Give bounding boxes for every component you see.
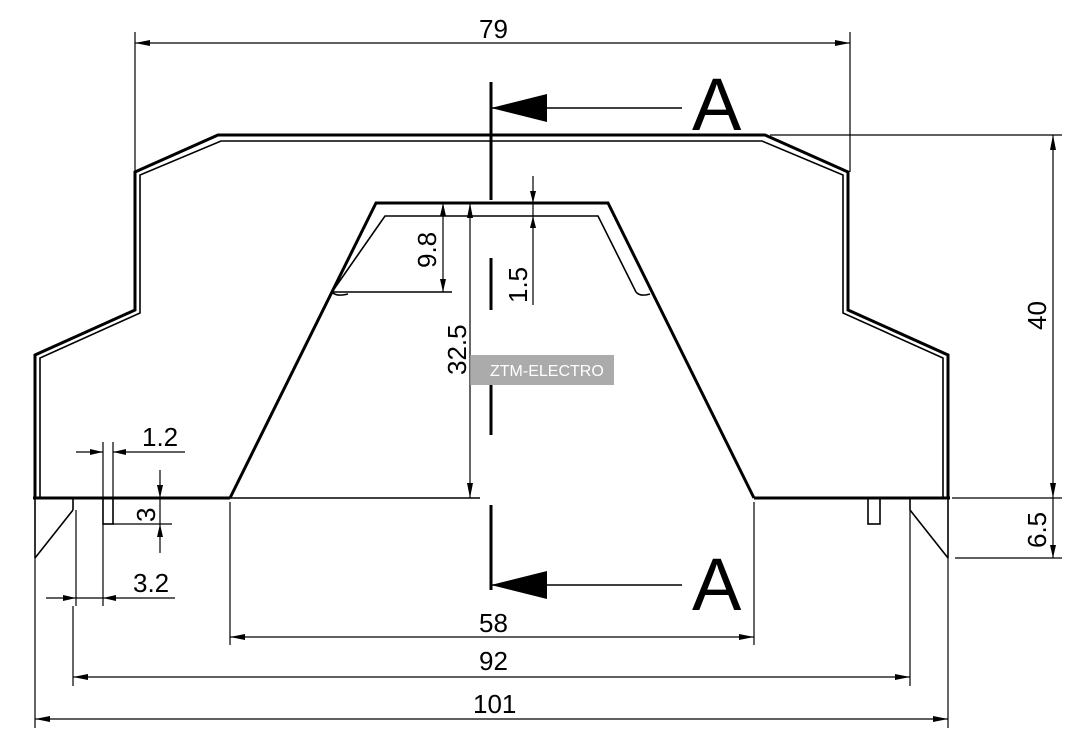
dim-rail-width — [72, 510, 911, 686]
dim-slot-depth-label: 3 — [131, 508, 161, 522]
dim-slot-offset — [46, 510, 175, 606]
dim-slot-width-label: 1.2 — [142, 422, 178, 452]
dim-inner-height-label: 32.5 — [442, 324, 472, 375]
dim-slot-width — [76, 442, 185, 498]
right-foot — [867, 497, 949, 559]
dim-slot-offset-label: 3.2 — [133, 568, 169, 598]
section-line — [489, 82, 682, 599]
dim-wall-thickness-label: 1.5 — [503, 267, 533, 303]
watermark-text: ZTM-ELECTRO — [490, 363, 604, 380]
section-mark-bottom: A — [692, 543, 742, 626]
dim-overall-width — [34, 558, 949, 728]
inner-profile — [228, 201, 756, 499]
dim-rail-width-label: 92 — [479, 646, 508, 676]
dim-foot-height-label: 6.5 — [1022, 512, 1052, 548]
dim-overall-width-label: 101 — [473, 689, 516, 719]
dim-top-width-label: 79 — [479, 14, 508, 44]
dim-inner-top-depth-label: 9.8 — [412, 232, 442, 268]
dim-inner-height — [440, 202, 540, 498]
dim-inner-base-width-label: 58 — [479, 608, 508, 638]
dim-wall-thickness — [530, 176, 536, 305]
dim-top-width — [134, 32, 851, 172]
dim-foot-height — [955, 498, 1062, 559]
dim-slot-depth — [113, 470, 172, 553]
left-foot — [34, 497, 114, 559]
dim-inner-top-depth — [440, 203, 446, 292]
dim-height-total — [770, 134, 1062, 499]
watermark: ZTM-ELECTRO — [470, 355, 614, 385]
section-mark-top: A — [692, 63, 742, 146]
dim-inner-base-width — [229, 502, 755, 645]
dim-height-total-label: 40 — [1022, 301, 1052, 330]
